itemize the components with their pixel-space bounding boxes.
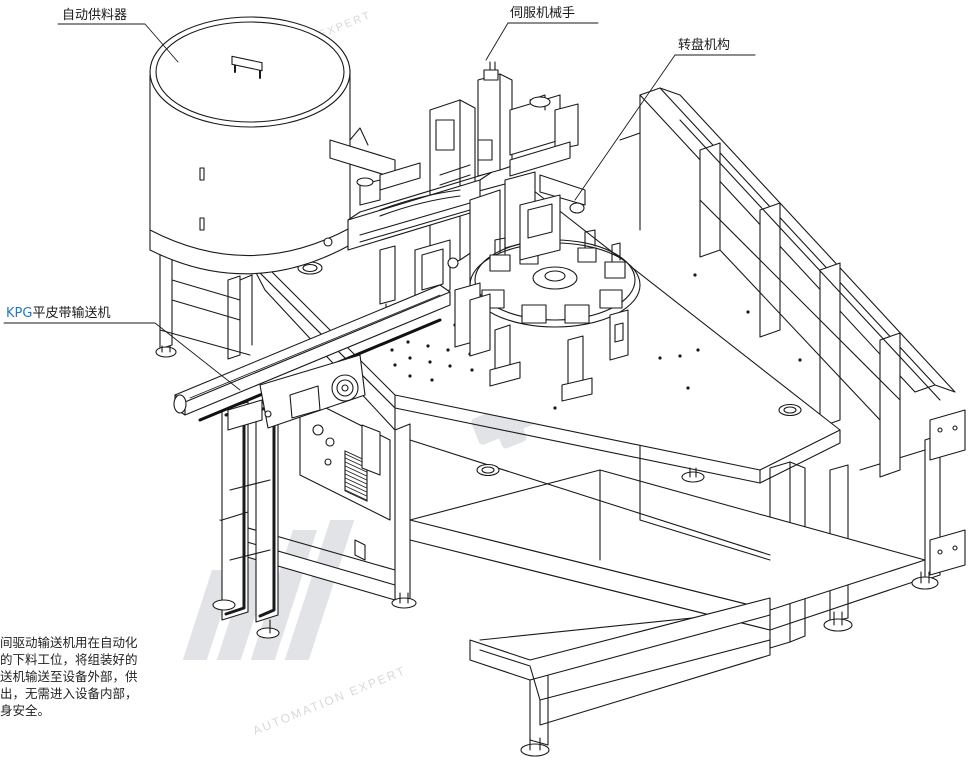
leader-feeder	[57, 23, 179, 63]
auto-feeder	[149, 16, 396, 360]
label-belt-conveyor: KPG平皮带输送机	[6, 306, 110, 322]
rear-right-frame	[619, 87, 966, 576]
turntable	[454, 194, 641, 402]
flat-belt-conveyor	[173, 284, 451, 639]
leader-servo	[485, 22, 599, 61]
servo-manipulator	[323, 61, 586, 319]
main-frame	[219, 423, 941, 746]
label-turntable: 转盘机构	[678, 38, 731, 53]
side-cabinet	[299, 394, 391, 561]
label-servo-manipulator: 伺服机械手	[510, 6, 576, 21]
leader-conveyor	[3, 322, 241, 391]
leader-turntable	[574, 54, 756, 201]
label-conveyor-name: 平皮带输送机	[32, 306, 111, 321]
watermark-text-bottom: AUTOMATION EXPERT	[251, 663, 408, 737]
description-text: 间驱动输送机用在自动化 的下料工位，将组装好的 送机输送至设备外部，供 出，无需…	[0, 635, 138, 718]
leveling-feet	[391, 467, 939, 757]
label-auto-feeder: 自动供料器	[62, 8, 128, 23]
label-conveyor-model: KPG	[6, 306, 33, 321]
callout-lines	[3, 22, 756, 391]
